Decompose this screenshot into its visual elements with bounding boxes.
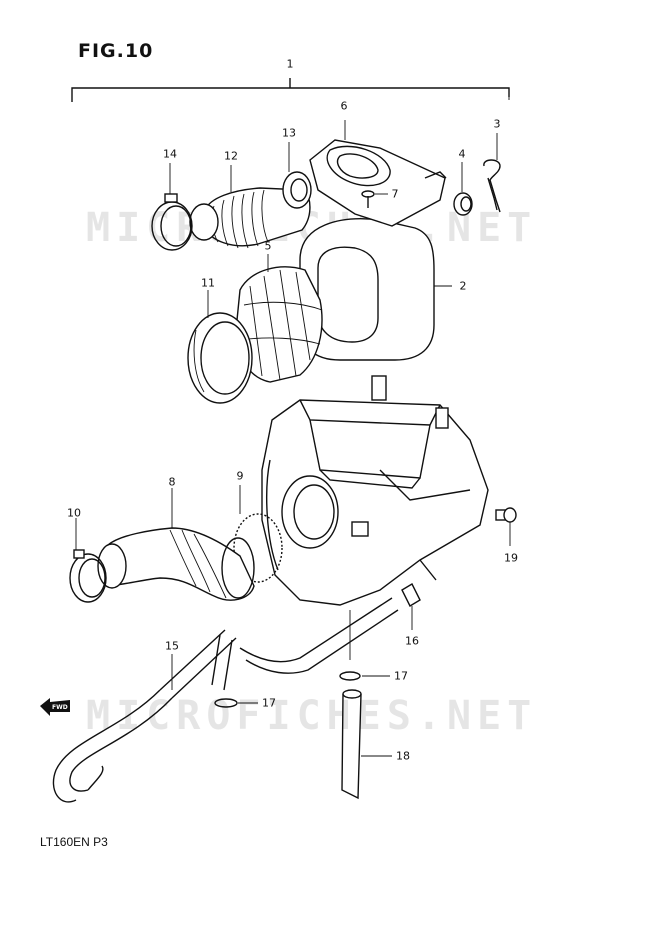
gasket-ring: [233, 485, 283, 583]
fwd-arrow-icon: FWD: [40, 698, 70, 716]
callout-19: 19: [504, 551, 518, 565]
cover-cap: [309, 120, 447, 227]
callout-7: 7: [391, 187, 399, 201]
drain-tube: [341, 689, 392, 800]
intake-duct: [189, 165, 311, 249]
figure-title: FIG.10: [78, 40, 154, 62]
callout-16: 16: [405, 634, 419, 648]
hose-clamp-lower: [69, 518, 107, 603]
outlet-duct: [97, 488, 255, 601]
callout-1: 1: [286, 57, 294, 71]
callout-18: 18: [396, 749, 410, 763]
callout-11: 11: [201, 276, 215, 290]
air-cleaner-case: [261, 375, 489, 660]
callout-17-upper: 17: [394, 669, 408, 683]
hose-clamp-upper: [151, 163, 193, 251]
drain-hose: [52, 597, 399, 803]
assembly-bracket: [71, 78, 510, 102]
inlet-ring: [187, 290, 253, 404]
callout-5: 5: [264, 239, 272, 253]
small-clamp-lower: [214, 698, 258, 708]
callout-9: 9: [236, 469, 244, 483]
callout-17-lower: 17: [262, 696, 276, 710]
hose-clip: [401, 583, 421, 630]
callout-4: 4: [458, 147, 466, 161]
callout-13: 13: [282, 126, 296, 140]
duct-seal: [282, 142, 312, 209]
callout-10: 10: [67, 506, 81, 520]
spring-clip: [483, 133, 501, 213]
air-filter-element: [299, 218, 452, 361]
small-clamp-upper: [339, 671, 390, 681]
fwd-label: FWD: [52, 704, 68, 711]
figure-code: LT160EN P3: [40, 835, 108, 849]
callout-12: 12: [224, 149, 238, 163]
callout-6: 6: [340, 99, 348, 113]
callout-8: 8: [168, 475, 176, 489]
callout-2: 2: [459, 279, 467, 293]
screw: [361, 190, 388, 208]
callout-14: 14: [163, 147, 177, 161]
grommet: [453, 162, 473, 216]
mounting-bolt: [495, 507, 517, 546]
callout-15: 15: [165, 639, 179, 653]
callout-3: 3: [493, 117, 501, 131]
